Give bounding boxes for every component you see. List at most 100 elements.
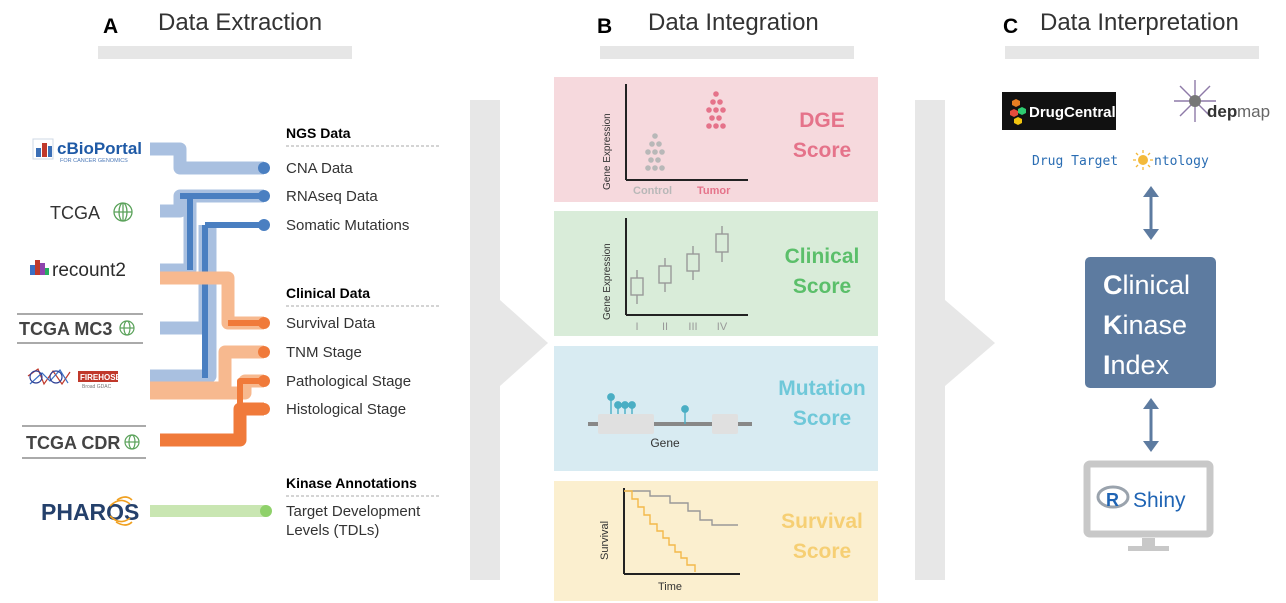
kinase-annotations-header: Kinase Annotations xyxy=(286,475,417,491)
line-cbioportal-cna xyxy=(150,142,264,175)
data-types: NGS Data CNA Data RNAseq Data Somatic Mu… xyxy=(286,125,440,539)
dot-tdl xyxy=(260,505,272,517)
firehose-subtitle: Broad GDAC xyxy=(82,384,112,390)
cki-k-rest: inase xyxy=(1123,310,1188,340)
recount2-name: recount2 xyxy=(52,260,126,281)
tdl-label-line2: Levels (TDLs) xyxy=(286,522,379,539)
clinical-score-line2: Score xyxy=(793,275,851,298)
clinical-data-header: Clinical Data xyxy=(286,285,370,301)
panel-c-letter: C xyxy=(1003,15,1018,38)
dto-text-b: ntology xyxy=(1154,154,1209,169)
cbioportal-subtitle: FOR CANCER GENOMICS xyxy=(60,158,128,164)
cki-c-rest: linical xyxy=(1123,270,1191,300)
clinical-stage-1: I xyxy=(635,321,638,333)
cki-i-rest: ndex xyxy=(1111,350,1170,380)
survival-score-line1: Survival xyxy=(781,510,863,533)
cki-c-letter: C xyxy=(1103,270,1123,300)
clinical-stage-3: III xyxy=(688,321,697,333)
dge-score-box: Gene Expression Control Tumor DGE Score xyxy=(554,77,878,202)
panel-c-header: C Data Interpretation xyxy=(1003,9,1259,59)
r-logo-letter: R xyxy=(1106,490,1119,510)
depmap-name-light: map xyxy=(1237,102,1270,121)
panel-a-header: A Data Extraction xyxy=(98,9,352,59)
arrow-integration-to-interpretation xyxy=(915,100,995,580)
survival-score-box: Survival Time Survival Score xyxy=(554,481,878,601)
depmap-name-bold: dep xyxy=(1207,102,1237,121)
cna-data-label: CNA Data xyxy=(286,160,353,177)
survival-box-bg xyxy=(554,481,878,601)
logo-firehose: FIREHOSE Broad GDAC xyxy=(27,368,122,390)
cki-k-letter: K xyxy=(1103,310,1123,340)
firehose-network-icon xyxy=(27,368,71,386)
panel-a-underline xyxy=(98,46,352,59)
dot-rnaseq xyxy=(258,190,270,202)
tcga-name: TCGA xyxy=(50,203,100,223)
mutation-box-bg xyxy=(554,346,878,471)
somatic-mutations-label: Somatic Mutations xyxy=(286,217,409,234)
panel-a-letter: A xyxy=(103,15,118,38)
dot-histological xyxy=(258,403,270,415)
mutation-score-box: Gene Mutation Score xyxy=(554,346,878,471)
drugcentral-name: DrugCentral xyxy=(1029,104,1116,121)
panel-b-underline xyxy=(600,46,854,59)
source-connector-lines xyxy=(150,142,266,517)
drugcentral-hexagon-icon xyxy=(1010,99,1026,125)
panel-b-letter: B xyxy=(597,15,612,38)
tdl-label-line1: Target Development xyxy=(286,503,421,520)
dge-score-line2: Score xyxy=(793,139,851,162)
line-cdr-pathological xyxy=(237,378,264,409)
double-arrow-bottom xyxy=(1143,398,1159,452)
survival-score-line2: Score xyxy=(793,540,851,563)
monitor-screen xyxy=(1083,460,1214,538)
clinical-score-line1: Clinical xyxy=(785,245,860,268)
cki-line3: Index xyxy=(1103,350,1170,380)
globe-icon xyxy=(124,434,140,450)
cbioportal-mark-icon xyxy=(32,138,54,160)
dot-cna xyxy=(258,162,270,174)
logo-depmap: dep map xyxy=(1174,80,1270,122)
histological-stage-label: Histological Stage xyxy=(286,401,406,418)
survival-curve-orange xyxy=(624,490,696,572)
panel-c-title: Data Interpretation xyxy=(1040,9,1239,36)
firehose-name: FIREHOSE xyxy=(80,373,122,382)
depmap-star-icon xyxy=(1174,80,1216,122)
shiny-name: Shiny xyxy=(1133,489,1186,512)
arrow-extraction-to-integration xyxy=(470,100,548,580)
dot-somatic xyxy=(258,219,270,231)
cki-line1: Clinical xyxy=(1103,270,1190,300)
logo-tcga-mc3: TCGA MC3 xyxy=(17,313,143,344)
logo-recount2: recount2 xyxy=(30,260,126,281)
gene-exon-2 xyxy=(712,414,738,434)
line-cdr-histological xyxy=(160,402,264,447)
rnaseq-data-label: RNAseq Data xyxy=(286,188,378,205)
tnm-stage-label: TNM Stage xyxy=(286,344,362,361)
dto-text-a: Drug Target xyxy=(1032,154,1118,169)
gene-label: Gene xyxy=(650,436,680,450)
firehose-badge xyxy=(78,371,118,382)
tcga-cdr-name: TCGA CDR xyxy=(26,433,120,453)
cbioportal-name: cBioPortal xyxy=(57,139,142,158)
panel-c-underline xyxy=(1005,46,1259,59)
logo-pharos: PHAROS xyxy=(41,496,139,526)
monitor-base xyxy=(1128,546,1169,551)
panel-b-title: Data Integration xyxy=(648,9,819,36)
dge-ylabel: Gene Expression xyxy=(602,113,613,190)
tcga-mc3-name: TCGA MC3 xyxy=(19,319,112,339)
recount2-bars-icon xyxy=(30,260,49,275)
cki-i-letter: I xyxy=(1103,350,1111,380)
gene-exon-1 xyxy=(598,414,654,434)
panel-a-title: Data Extraction xyxy=(158,9,322,36)
clinical-ylabel: Gene Expression xyxy=(602,243,613,320)
dge-xlabel-tumor: Tumor xyxy=(697,185,731,197)
clinical-boxplots xyxy=(630,226,729,304)
dge-score-line1: DGE xyxy=(799,109,845,132)
monitor-neck xyxy=(1142,538,1155,547)
pathological-stage-label: Pathological Stage xyxy=(286,373,411,390)
dot-survival xyxy=(258,317,270,329)
globe-icon xyxy=(119,320,135,336)
logo-tcga: TCGA xyxy=(50,202,133,223)
ngs-data-header: NGS Data xyxy=(286,125,351,141)
logo-tcga-cdr: TCGA CDR xyxy=(22,425,146,459)
survival-ylabel: Survival xyxy=(599,521,611,560)
